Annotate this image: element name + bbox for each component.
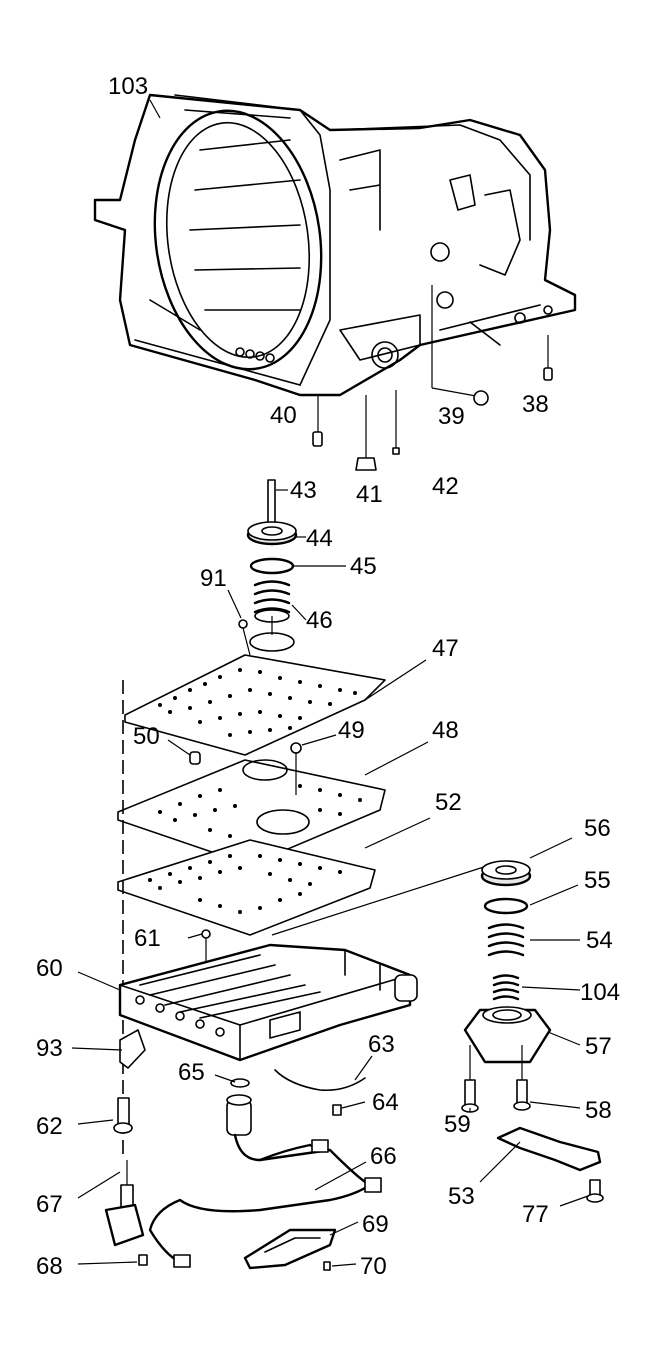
- cover-plate: [243, 1228, 337, 1271]
- spacer-plate-48: [117, 759, 386, 866]
- callout-55: 55: [584, 867, 611, 894]
- callout-77: 77: [522, 1201, 549, 1228]
- callout-70: 70: [360, 1253, 387, 1280]
- callout-103: 103: [108, 73, 148, 100]
- alignment-line-right: [271, 864, 491, 936]
- callout-45: 45: [350, 553, 377, 580]
- callout-50: 50: [133, 723, 160, 750]
- transmission-case: [93, 93, 577, 397]
- callout-57: 57: [585, 1033, 612, 1060]
- callout-69: 69: [362, 1211, 389, 1238]
- callout-66: 66: [370, 1143, 397, 1170]
- callout-56: 56: [584, 815, 611, 842]
- callout-59: 59: [444, 1111, 471, 1138]
- callout-64: 64: [372, 1089, 399, 1116]
- callout-44: 44: [306, 525, 333, 552]
- callout-46: 46: [306, 607, 333, 634]
- wiring-harness: [148, 1069, 382, 1268]
- callout-62: 62: [36, 1113, 63, 1140]
- callout-leaders: [71, 99, 589, 1267]
- callout-52: 52: [435, 789, 462, 816]
- callout-54: 54: [586, 927, 613, 954]
- accumulator-assembly: [238, 479, 298, 656]
- right-accumulator-assembly: [461, 860, 552, 1113]
- callout-63: 63: [368, 1031, 395, 1058]
- callout-65: 65: [178, 1059, 205, 1086]
- lower-left-components: [104, 1029, 148, 1266]
- callout-91: 91: [200, 565, 227, 592]
- callout-104: 104: [580, 979, 620, 1006]
- callout-61: 61: [134, 925, 161, 952]
- callout-47: 47: [432, 635, 459, 662]
- callout-43: 43: [290, 477, 317, 504]
- bracket: [496, 1126, 604, 1203]
- callout-42: 42: [432, 473, 459, 500]
- callout-48: 48: [432, 717, 459, 744]
- callout-68: 68: [36, 1253, 63, 1280]
- callout-53: 53: [448, 1183, 475, 1210]
- callout-38: 38: [522, 391, 549, 418]
- callout-40: 40: [270, 402, 297, 429]
- callout-39: 39: [438, 403, 465, 430]
- case-hardware: [312, 285, 553, 471]
- callout-49: 49: [338, 717, 365, 744]
- callout-labels: 103 38 39 40 41 42 43 44 45 46 91 47 48 …: [36, 73, 620, 1280]
- spacer-plate-gasket-52: [117, 839, 376, 936]
- callout-60: 60: [36, 955, 63, 982]
- callout-58: 58: [585, 1097, 612, 1124]
- callout-93: 93: [36, 1035, 63, 1062]
- callout-41: 41: [356, 481, 383, 508]
- callout-67: 67: [36, 1191, 63, 1218]
- valve-body: [118, 943, 418, 1062]
